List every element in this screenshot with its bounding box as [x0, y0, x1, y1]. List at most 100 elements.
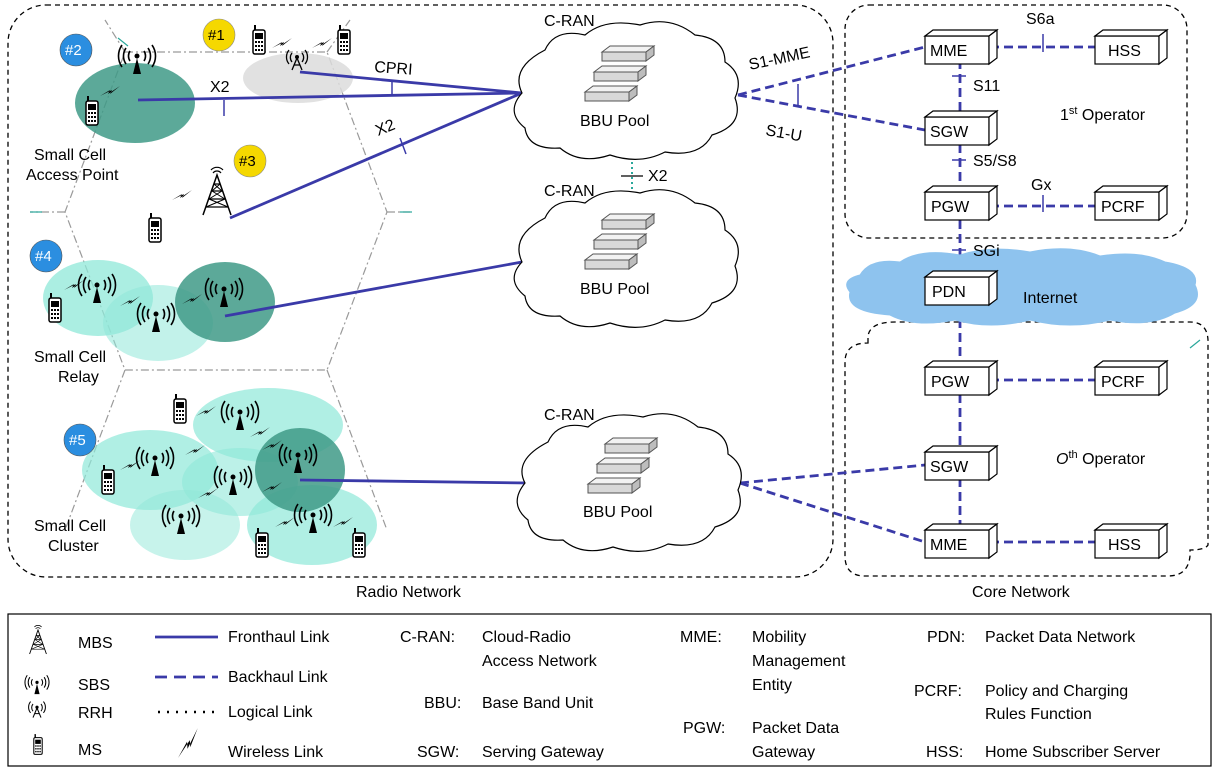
cran-cloud-1 [513, 21, 739, 160]
cluster-label-1: Small Cell [34, 518, 106, 535]
ms-icon [48, 292, 62, 323]
cluster-cell-e [130, 490, 240, 560]
ms-icon [85, 95, 99, 126]
pgw-label-2: PGW [931, 374, 970, 391]
gx-label: Gx [1031, 177, 1051, 194]
wireless-link-icon [172, 190, 192, 200]
radio-network-region [7, 4, 834, 578]
hss-label-2: HSS [1108, 537, 1141, 554]
internet-cloud [846, 248, 1198, 326]
badge-5 [63, 423, 97, 457]
interface-ticks [223, 34, 1044, 251]
sgi-label: SGi [973, 243, 1000, 260]
badge-1-text: #1 [208, 27, 225, 44]
legend-hss-abbr: HSS: [926, 744, 963, 761]
badge-1 [202, 18, 236, 52]
s1-mme-label: S1-MME [747, 44, 811, 74]
legend-cran-def-1: Cloud-Radio [482, 629, 571, 646]
legend-pdn-def: Packet Data Network [985, 629, 1136, 646]
access-point-label-2: Access Point [26, 167, 119, 184]
ms-icon [173, 393, 187, 424]
legend-fronthaul-label: Fronthaul Link [228, 629, 330, 646]
cran-label-1: C-RAN [544, 13, 595, 30]
fronthaul-links [137, 70, 529, 485]
ms-icon [252, 24, 266, 55]
legend-bbu-abbr: BBU: [424, 695, 461, 712]
legend-mme-def-3: Entity [752, 677, 792, 694]
mme-box-1 [923, 28, 999, 66]
legend-ms-label: MS [78, 742, 102, 759]
legend-cran-def-2: Access Network [482, 653, 598, 670]
cran-label-3: C-RAN [544, 407, 595, 424]
ms-icon [101, 464, 115, 495]
cell-coverage-1 [243, 53, 353, 103]
s6a-label: S6a [1026, 11, 1055, 28]
cran-cloud-3 [516, 413, 742, 552]
hss-box-2 [1093, 522, 1169, 560]
legend-mme-def-2: Management [752, 653, 846, 670]
legend-pcrf-abbr: PCRF: [914, 683, 962, 700]
ms-icon [148, 212, 162, 243]
badge-5-text: #5 [69, 432, 86, 449]
hss-box-1 [1093, 28, 1169, 66]
mme-label-1: MME [930, 43, 967, 60]
hss-label-1: HSS [1108, 43, 1141, 60]
legend-mme-def-1: Mobility [752, 629, 806, 646]
x2-label-3: X2 [648, 168, 668, 185]
legend-ms-icon [33, 733, 43, 756]
ms-icon [337, 24, 351, 55]
cluster-label-2: Cluster [48, 538, 99, 555]
wireless-link-icon [272, 38, 292, 48]
badge-4 [29, 239, 63, 273]
cell-coverage-2 [75, 63, 195, 143]
x2-logical-link [621, 157, 643, 196]
sgw-label-1: SGW [930, 124, 969, 141]
legend-mbs-label: MBS [78, 635, 113, 652]
cran-cloud-2 [513, 189, 739, 328]
pcrf-label-1: PCRF [1101, 199, 1145, 216]
legend-hss-def: Home Subscriber Server [985, 744, 1161, 761]
legend-backhaul-label: Backhaul Link [228, 669, 329, 686]
access-point-label-1: Small Cell [34, 147, 106, 164]
x2-label-2: X2 [373, 117, 398, 140]
legend-sbs-label: SBS [78, 677, 110, 694]
badge-2-text: #2 [65, 42, 82, 59]
cran-label-2: C-RAN [544, 183, 595, 200]
pdn-box [923, 269, 999, 307]
sgw-label-2: SGW [930, 459, 969, 476]
legend-mme-abbr: MME: [680, 629, 722, 646]
mme-label-2: MME [930, 537, 967, 554]
first-operator-region [844, 4, 1188, 239]
legend-bbu-def: Base Band Unit [482, 695, 594, 712]
sgw-box-2 [923, 444, 999, 482]
pcrf-box-2 [1093, 359, 1169, 397]
legend-cran-abbr: C-RAN: [400, 629, 455, 646]
badge-2 [59, 33, 93, 67]
x2-label-1: X2 [210, 79, 230, 96]
legend-pgw-def-2: Gateway [752, 744, 815, 761]
oth-operator-region [844, 321, 1209, 577]
pcrf-box-1 [1093, 184, 1169, 222]
badge-3 [233, 144, 267, 178]
legend-box [7, 613, 1212, 767]
badge-3-text: #3 [239, 153, 256, 170]
badge-4-text: #4 [35, 248, 52, 265]
legend-pdn-abbr: PDN: [927, 629, 965, 646]
ms-icon [255, 527, 269, 558]
legend-sgw-abbr: SGW: [417, 744, 459, 761]
s1-u-label: S1-U [764, 122, 803, 145]
oth-operator-label: Oth Operator [1056, 449, 1146, 468]
legend-pcrf-def-2: Rules Function [985, 706, 1092, 723]
bbu-pool-label-2: BBU Pool [580, 281, 649, 298]
core-network-label: Core Network [972, 584, 1071, 601]
mme-box-2 [923, 522, 999, 560]
first-operator-label: 1st Operator [1060, 105, 1146, 124]
radio-network-label: Radio Network [356, 584, 462, 601]
legend-pgw-abbr: PGW: [683, 720, 725, 737]
pgw-box-1 [923, 184, 999, 222]
mbs-icon [202, 166, 232, 216]
ms-icon [352, 527, 366, 558]
s11-label: S11 [973, 78, 1000, 95]
wireless-link-icon [312, 38, 332, 48]
